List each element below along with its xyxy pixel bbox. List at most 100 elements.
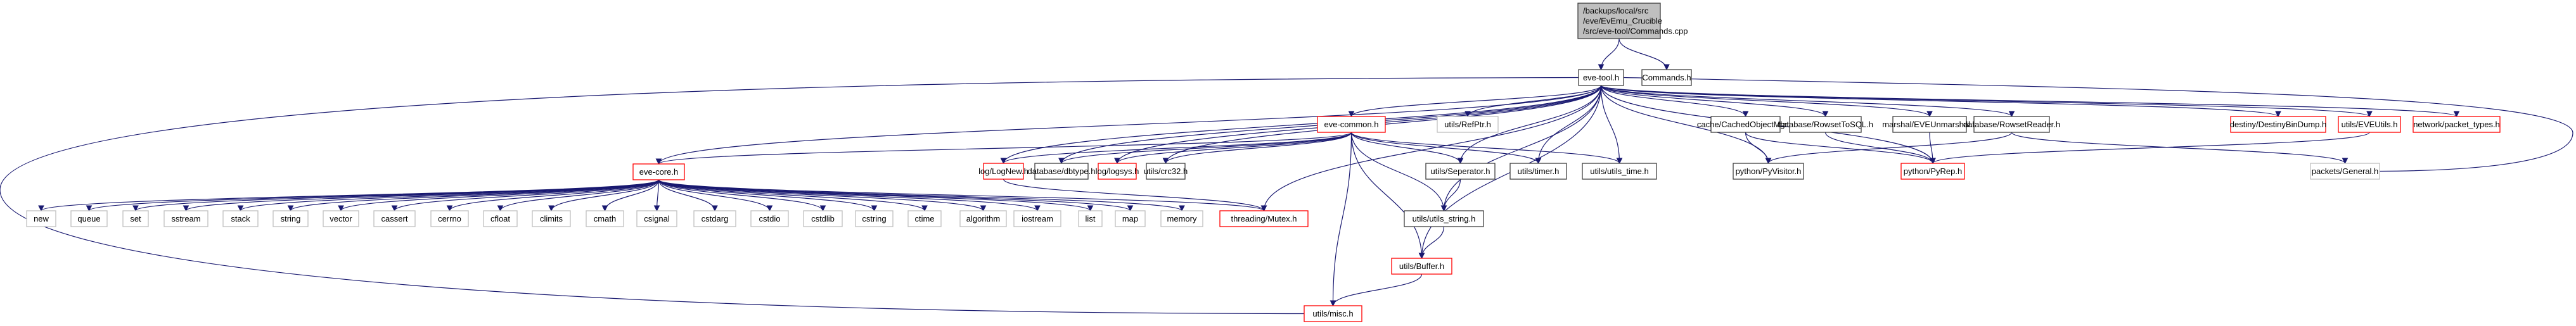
arrowhead-icon (548, 205, 554, 212)
node-label: utils/Seperator.h (1431, 166, 1490, 176)
node-box (1641, 69, 1692, 86)
node-timer[interactable]: utils/timer.h (1509, 163, 1567, 180)
edge-line (1350, 132, 1461, 164)
node-box (1582, 163, 1657, 180)
node-label: log/logsys.h (1096, 166, 1139, 176)
node-algorithm[interactable]: algorithm (959, 210, 1007, 227)
node-label: ctime (914, 214, 934, 223)
node-logsys[interactable]: log/logsys.h (1096, 163, 1139, 180)
edge-eve_common-to-buffer (1350, 132, 1425, 260)
node-stack[interactable]: stack (222, 210, 259, 227)
node-climits[interactable]: climits (532, 210, 571, 227)
node-box (1078, 210, 1103, 227)
node-list[interactable]: list (1078, 210, 1103, 227)
node-seperator[interactable]: utils/Seperator.h (1425, 163, 1496, 180)
node-csignal[interactable]: csignal (636, 210, 677, 227)
node-root[interactable]: /backups/local/src/eve/EvEmu_Crucible/sr… (1577, 3, 1688, 39)
node-eveutils[interactable]: utils/EVEUtils.h (2338, 116, 2401, 133)
node-queue[interactable]: queue (70, 210, 108, 227)
edge-utils_string-to-buffer (1418, 226, 1445, 260)
node-memory[interactable]: memory (1160, 210, 1203, 227)
arrowhead-icon (2366, 111, 2373, 118)
node-cached[interactable]: cache/CachedObjectMgr.h (1697, 116, 1794, 133)
node-cstdlib[interactable]: cstdlib (803, 210, 843, 227)
node-label: network/packet_types.h (2413, 120, 2500, 129)
edge-line (658, 179, 984, 211)
node-label: cerrno (438, 214, 461, 223)
edge-root-to-commands_h (1618, 38, 1670, 71)
node-box (532, 210, 571, 227)
node-box (907, 210, 942, 227)
node-ctime[interactable]: ctime (907, 210, 942, 227)
node-unmarshal[interactable]: marshal/EVEUnmarshal.h (1882, 116, 1977, 133)
node-pyvisitor[interactable]: python/PyVisitor.h (1733, 163, 1804, 180)
edges-layer (0, 38, 2573, 317)
node-crc32[interactable]: utils/crc32.h (1144, 163, 1188, 180)
node-dbtype[interactable]: database/dbtype.h (1028, 163, 1096, 180)
node-rowset-reader[interactable]: database/RowsetReader.h (1963, 116, 2060, 133)
node-label: packets/General.h (2312, 166, 2379, 176)
node-label: utils/utils_string.h (1413, 214, 1476, 223)
node-box (983, 163, 1024, 180)
node-eve-core[interactable]: eve-core.h (632, 163, 685, 180)
arrowhead-icon (237, 205, 244, 212)
node-lognew[interactable]: log/LogNew.h (978, 163, 1028, 180)
node-vector[interactable]: vector (323, 210, 359, 227)
node-pyrep[interactable]: python/PyRep.h (1900, 163, 1965, 180)
arrowhead-icon (1822, 111, 1829, 118)
node-cassert[interactable]: cassert (373, 210, 416, 227)
edge-rowset_reader-to-pyvisitor (1765, 132, 2013, 165)
arrowhead-icon (287, 205, 294, 212)
node-map[interactable]: map (1115, 210, 1146, 227)
node-utils-time[interactable]: utils/utils_time.h (1582, 163, 1657, 180)
node-box (122, 210, 149, 227)
node-cfloat[interactable]: cfloat (483, 210, 518, 227)
edge-line (1600, 85, 1930, 117)
node-iostream[interactable]: iostream (1013, 210, 1061, 227)
node-commands-h[interactable]: Commands.h (1641, 69, 1692, 86)
node-cstdio[interactable]: cstdio (750, 210, 789, 227)
node-label: database/RowsetToSQL.h (1778, 120, 1873, 129)
node-utils-string[interactable]: utils/utils_string.h (1404, 210, 1484, 227)
node-cmath[interactable]: cmath (586, 210, 624, 227)
node-set[interactable]: set (122, 210, 149, 227)
node-box (636, 210, 677, 227)
node-label: list (1086, 214, 1096, 223)
node-refptr[interactable]: utils/RefPtr.h (1437, 116, 1499, 133)
arrowhead-icon (1457, 158, 1464, 165)
edge-eveutils-to-pyrep (1930, 132, 2370, 165)
arrowhead-icon (38, 205, 44, 212)
node-cstring[interactable]: cstring (855, 210, 894, 227)
node-cstdarg[interactable]: cstdarg (693, 210, 736, 227)
node-rowset-sql[interactable]: database/RowsetToSQL.h (1778, 116, 1873, 133)
node-mutex[interactable]: threading/Mutex.h (1219, 210, 1309, 227)
node-destiny[interactable]: destiny/DestinyBinDump.h (2230, 116, 2326, 133)
node-packet-types[interactable]: network/packet_types.h (2413, 116, 2501, 133)
node-box (1115, 210, 1146, 227)
node-label: memory (1167, 214, 1197, 223)
node-eve-tool[interactable]: eve-tool.h (1578, 69, 1624, 86)
node-cerrno[interactable]: cerrno (430, 210, 469, 227)
node-string[interactable]: string (272, 210, 309, 227)
edge-eve_common-to-timer (1350, 132, 1542, 165)
node-new[interactable]: new (26, 210, 56, 227)
edge-line (1350, 132, 1423, 259)
node-misc[interactable]: utils/misc.h (1304, 305, 1362, 322)
node-box (323, 210, 359, 227)
edge-lognew-to-mutex (1003, 179, 1267, 212)
node-general[interactable]: packets/General.h (2310, 163, 2380, 180)
edge-line (658, 179, 1131, 211)
node-label: /backups/local/src (1583, 6, 1649, 16)
node-label: /src/eve-tool/Commands.cpp (1583, 27, 1688, 36)
node-eve-common[interactable]: eve-common.h (1317, 116, 1386, 133)
arrowhead-icon (1765, 158, 1772, 165)
node-sstream[interactable]: sstream (163, 210, 208, 227)
edge-line (658, 179, 875, 211)
edge-eve_tool-to-utils_time (1600, 85, 1623, 165)
arrowhead-icon (446, 205, 453, 212)
node-buffer[interactable]: utils/Buffer.h (1391, 258, 1452, 275)
node-box (1892, 116, 1967, 133)
edge-eve_core-to-csignal (653, 179, 660, 212)
edge-eve_core-to-mutex (658, 179, 1267, 212)
node-box (1013, 210, 1061, 227)
